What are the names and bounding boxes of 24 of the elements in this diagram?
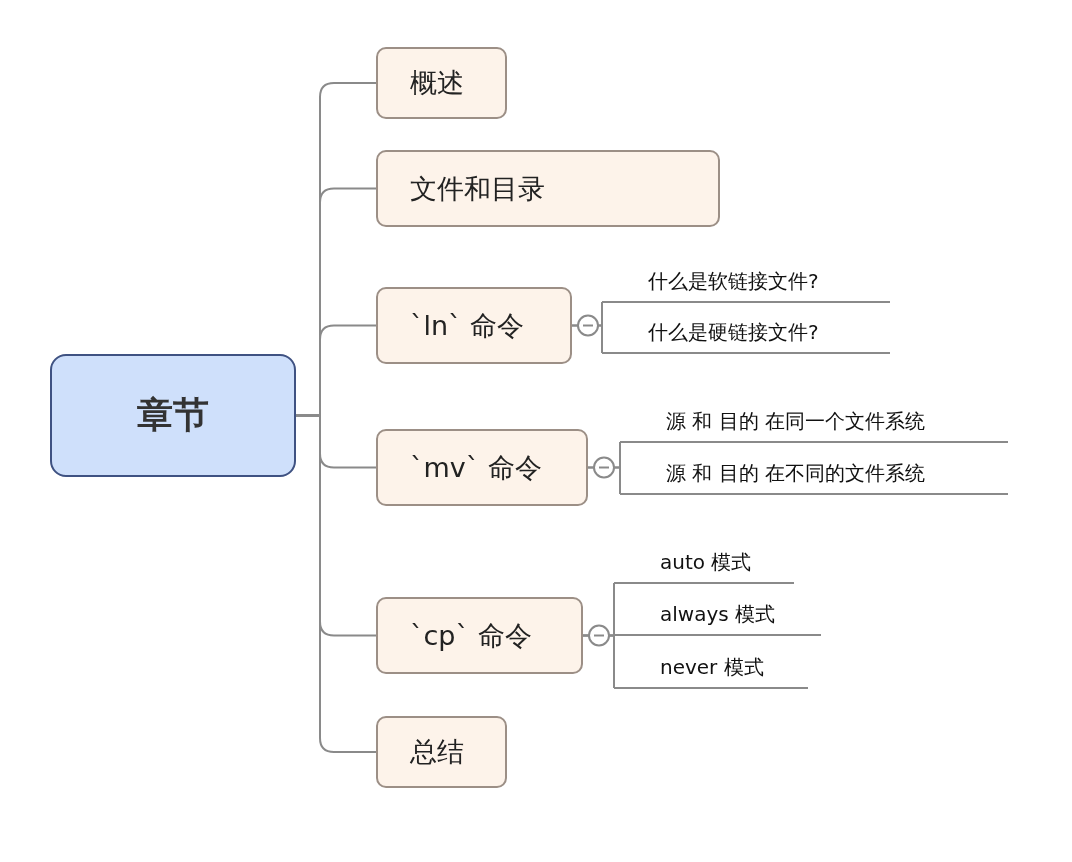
- topic-text: 总结: [410, 735, 464, 769]
- connector-line: [582, 634, 615, 689]
- subtopic-text: 源 和 目的 在不同的文件系统: [666, 459, 926, 487]
- subtopic-text: 什么是硬链接文件?: [648, 319, 819, 346]
- subtopic-text: always 模式: [660, 601, 776, 628]
- topic-text: `mv` 命令: [410, 450, 542, 485]
- connector-line: [571, 324, 603, 354]
- topic-text: `cp` 命令: [410, 618, 532, 653]
- topic-box: [376, 287, 572, 364]
- topic-box: [376, 47, 507, 119]
- subtopic-text: auto 模式: [660, 549, 752, 576]
- topic-text: `ln` 命令: [410, 308, 525, 343]
- topic-box: [376, 429, 588, 506]
- topic-title: 章节: [137, 393, 209, 437]
- topic-text: 概述: [410, 66, 464, 100]
- topic-box: [376, 150, 720, 227]
- subtopic-text: 什么是软链接文件?: [648, 268, 819, 295]
- subtopic-text: 源 和 目的 在同一个文件系统: [666, 407, 926, 435]
- central-topic-box: [50, 354, 296, 477]
- topic-box: [376, 597, 583, 674]
- connector-line: [587, 466, 621, 495]
- topic-box: [376, 716, 507, 788]
- subtopic-text: never 模式: [660, 654, 764, 681]
- topic-text: 文件和目录: [410, 171, 545, 206]
